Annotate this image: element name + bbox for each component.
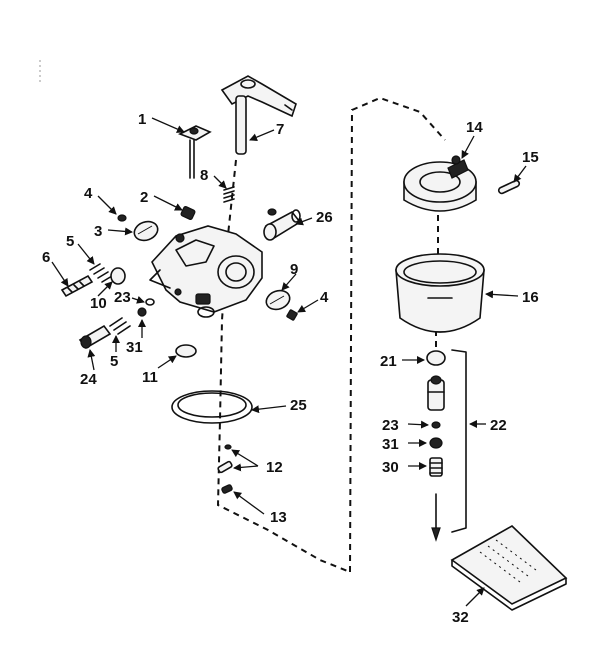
callout-32: 32 <box>452 609 469 626</box>
leader-23a <box>131 295 145 304</box>
washer-part-31b <box>429 437 443 449</box>
callout-12: 12 <box>266 459 283 476</box>
leader-13 <box>233 491 265 515</box>
leader-11 <box>157 355 177 369</box>
callout-4a: 4 <box>84 185 93 202</box>
leader-9 <box>281 273 297 291</box>
gasket-part-21 <box>426 350 446 366</box>
plug-part-4a <box>117 214 127 222</box>
spring-part <box>223 186 235 203</box>
callout-23a: 23 <box>114 289 131 306</box>
callout-21: 21 <box>380 353 397 370</box>
pin-part-15 <box>497 179 521 195</box>
callout-13: 13 <box>270 509 287 526</box>
callout-2: 2 <box>140 189 148 206</box>
callout-31a: 31 <box>126 339 143 356</box>
choke-shaft-part <box>178 125 212 179</box>
callout-9: 9 <box>290 261 298 278</box>
leader-1 <box>151 117 185 133</box>
callout-10: 10 <box>90 295 107 312</box>
callout-15: 15 <box>522 149 539 166</box>
leader-14 <box>461 135 475 159</box>
callout-22: 22 <box>490 417 507 434</box>
callout-5b: 5 <box>110 353 118 370</box>
throttle-plate-part <box>133 220 159 242</box>
callout-5a: 5 <box>66 233 74 250</box>
callout-23b: 23 <box>382 417 399 434</box>
needle-part <box>431 493 441 542</box>
ring-part-23a <box>145 298 155 306</box>
leader-7 <box>249 129 275 141</box>
spring-part-5b <box>109 317 131 335</box>
plate-part-9 <box>265 289 291 311</box>
callout-8: 8 <box>200 167 208 184</box>
pins-part-12 <box>217 444 233 474</box>
leader-12b <box>233 463 259 472</box>
welch-plug-part-11 <box>175 344 197 358</box>
fuel-inlet-fitting-part <box>263 208 302 241</box>
leader-26 <box>295 217 313 226</box>
callout-24: 24 <box>80 371 97 388</box>
leader-2 <box>153 195 183 211</box>
leader-15 <box>513 165 527 183</box>
callout-4b: 4 <box>320 289 329 306</box>
leader-4a <box>97 195 117 215</box>
callout-26: 26 <box>316 209 333 226</box>
callout-1: 1 <box>138 111 146 128</box>
washer-part-10 <box>110 267 126 285</box>
assembly-dashed-line-right <box>349 96 446 573</box>
leader-16 <box>485 290 519 299</box>
callout-25: 25 <box>290 397 307 414</box>
needle-screw-part-24 <box>78 324 112 350</box>
leader-12a <box>231 449 259 467</box>
float-bowl-part-16 <box>395 253 485 333</box>
leader-5a <box>77 243 95 265</box>
throttle-shaft-part <box>220 75 297 155</box>
spring-part-5a <box>89 263 113 283</box>
leader-24 <box>87 349 96 371</box>
carburetor-body-part <box>149 225 263 318</box>
leader-25 <box>251 405 287 414</box>
bracket-line-part-22 <box>451 349 467 533</box>
leader-23b <box>407 420 429 429</box>
callout-30: 30 <box>382 459 399 476</box>
callout-7: 7 <box>276 121 284 138</box>
callout-16: 16 <box>522 289 539 306</box>
callout-11: 11 <box>142 369 158 386</box>
ring-part-23b <box>431 421 441 429</box>
bowl-nut-part <box>427 375 445 411</box>
screw-part-4b <box>286 309 298 321</box>
washer-part-31a <box>137 307 147 317</box>
callout-31b: 31 <box>382 436 399 453</box>
gasket-ring-part-25 <box>171 390 253 424</box>
leader-3 <box>107 227 133 236</box>
leader-10 <box>97 281 113 297</box>
leader-32 <box>465 587 485 607</box>
clip-part-13 <box>221 484 233 494</box>
callout-14: 14 <box>466 119 483 136</box>
float-part-14 <box>403 155 477 212</box>
leader-6 <box>51 261 69 287</box>
callout-3: 3 <box>94 223 102 240</box>
leader-8 <box>213 175 227 189</box>
callout-6: 6 <box>42 249 50 266</box>
spring-part-30 <box>429 457 443 477</box>
idle-screw-part-6 <box>60 274 94 298</box>
filter-pad-part-32 <box>450 525 568 611</box>
leader-4b <box>297 299 319 313</box>
screw-part-2 <box>180 205 196 221</box>
